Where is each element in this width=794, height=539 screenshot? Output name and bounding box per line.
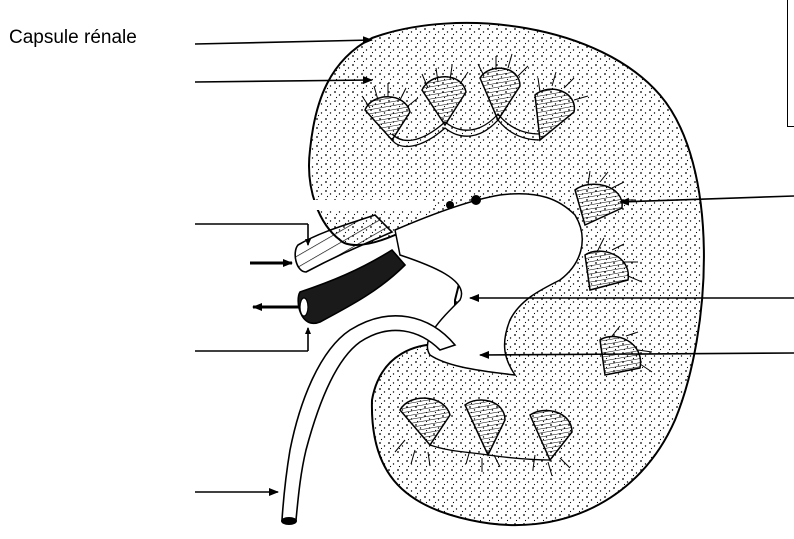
- vessel-dot: [446, 201, 454, 209]
- flow-arrows: [250, 263, 300, 307]
- blank-strip: [305, 200, 433, 210]
- leader-capsule-renale: [195, 40, 372, 44]
- renal-vein-lumen: [300, 298, 308, 316]
- label-capsule-renale-front: Capsule rénale: [9, 27, 137, 49]
- ureter-end: [281, 517, 297, 525]
- vessel-dot: [471, 195, 481, 205]
